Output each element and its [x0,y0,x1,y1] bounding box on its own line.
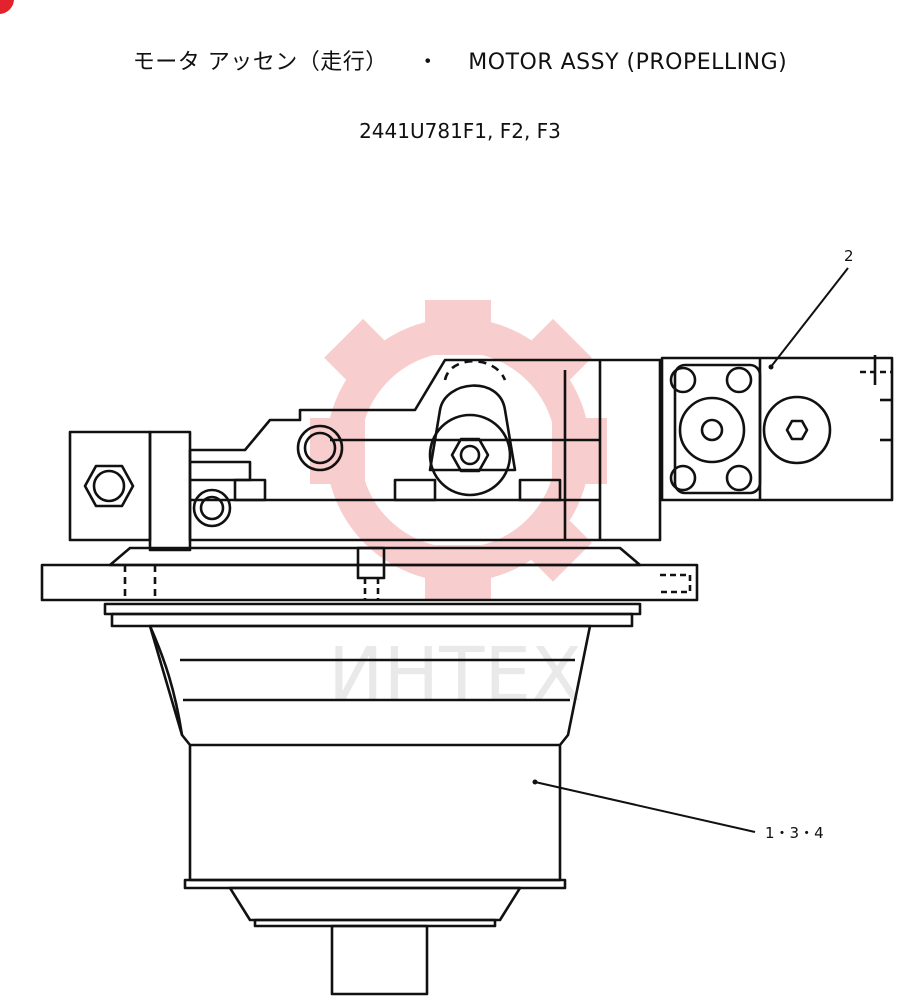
motor-body-lines [40,355,894,996]
left-end-block [68,430,152,542]
title-japanese: モータ アッセン（走行） [132,50,388,75]
mounting-flange [40,563,699,602]
output-shaft [330,924,429,996]
watermark: ИНТЕХ [310,300,607,718]
diagram-title: モータ アッセン（走行） ・ MOTOR ASSY (PROPELLING) [0,44,920,76]
title-separator: ・ [416,50,440,75]
valve-housing [660,356,894,502]
watermark-text: ИНТЕХ [328,632,582,718]
title-english: MOTOR ASSY (PROPELLING) [468,50,788,75]
callout-2: 2 [844,247,854,265]
leader-lines [534,267,849,833]
callout-1-3-4: 1・3・4 [765,824,824,842]
part-number: 2441U781F1, F2, F3 [359,119,561,143]
